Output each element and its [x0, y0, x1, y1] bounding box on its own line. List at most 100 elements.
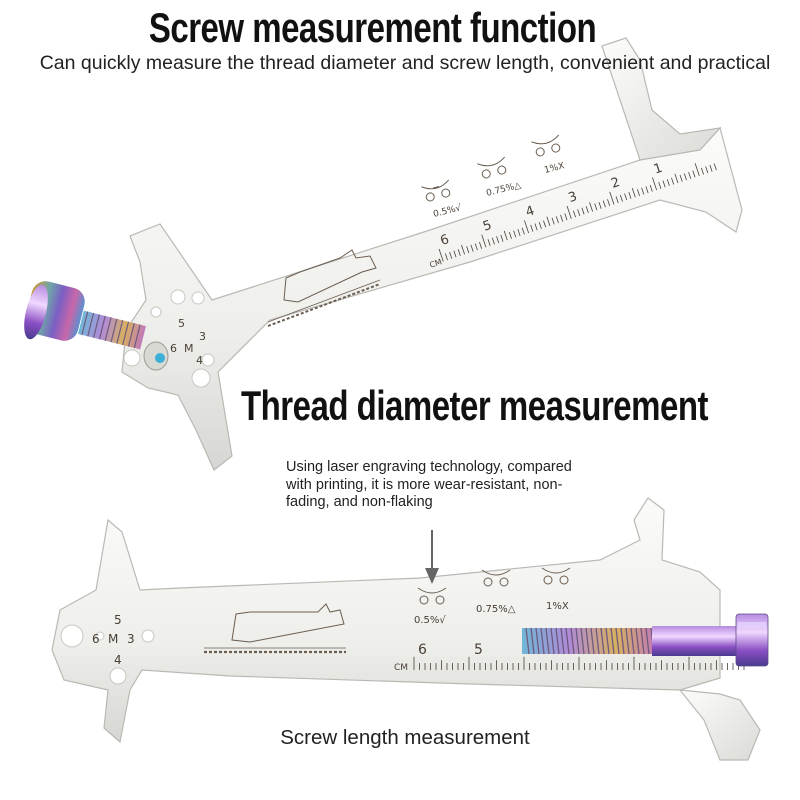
- bottom-wear-label-0: 0.5%√: [414, 615, 446, 626]
- ruler-tick: [487, 239, 491, 246]
- screw-thread-line: [615, 627, 620, 655]
- bottom-chain-checker-tool: [51, 497, 761, 761]
- ruler-tick: [449, 251, 453, 259]
- bottom-thread-size-markings: 5 6 M 3 4: [92, 613, 135, 667]
- screw-thread-line: [625, 627, 630, 655]
- bottom-wear-label-2: 1%X: [546, 601, 569, 612]
- ruler-tick: [649, 184, 653, 192]
- ruler-tick: [481, 234, 487, 248]
- ruler-tick: [700, 167, 704, 175]
- ruler-tick: [524, 220, 530, 234]
- screw-thread-line: [550, 627, 555, 655]
- screw-thread-line: [640, 627, 645, 655]
- ruler-tick: [521, 227, 525, 235]
- ruler-tick: [470, 244, 474, 252]
- ruler-tick: [619, 194, 623, 202]
- ruler-tick: [594, 203, 598, 211]
- top-wear-label-1: 0.75%△: [485, 181, 522, 199]
- ruler-tick: [546, 216, 551, 226]
- bottom-ruler-number-6: 6: [418, 642, 427, 658]
- thread-size-m: M: [184, 342, 194, 355]
- ruler-tick: [508, 231, 512, 239]
- bottom-section-caption: Screw length measurement: [280, 726, 530, 749]
- top-section-title: Screw measurement function: [148, 4, 597, 51]
- ruler-tick: [692, 170, 696, 178]
- ruler-tick: [500, 234, 504, 242]
- ruler-tick: [694, 163, 700, 177]
- bottom-titanium-screw: [522, 613, 769, 667]
- screw-thread-line: [600, 627, 605, 655]
- ruler-tick: [444, 253, 448, 261]
- ruler-tick: [615, 196, 619, 204]
- ruler-tick: [560, 214, 564, 222]
- ruler-tick: [662, 180, 666, 188]
- bottom-wear-indicators: [417, 567, 571, 605]
- ruler-tick: [679, 174, 683, 182]
- ruler-tick: [688, 171, 692, 179]
- ruler-tick: [538, 221, 542, 229]
- bottom-derailleur-chain-engraving: [204, 603, 346, 654]
- ruler-tick: [572, 210, 576, 218]
- ruler-tick: [607, 199, 611, 206]
- thread-size-6: 6: [170, 342, 177, 355]
- top-wear-indicators: [421, 134, 561, 202]
- ruler-tick: [517, 229, 521, 236]
- ruler-tick: [709, 164, 713, 172]
- ruler-tick: [503, 230, 508, 241]
- ruler-tick: [457, 249, 461, 256]
- screw-thread-line: [570, 627, 575, 655]
- ruler-tick: [581, 207, 585, 215]
- screw-thread-line: [555, 627, 560, 655]
- screw-thread-line: [540, 627, 545, 655]
- middle-section-title: Thread diameter measurement: [240, 382, 709, 429]
- ruler-tick: [705, 166, 709, 174]
- top-derailleur-chain-engraving: [267, 249, 381, 327]
- ruler-tick: [628, 191, 632, 199]
- bottom-ruler: CM 6 5: [394, 642, 745, 673]
- ruler-tick: [555, 216, 559, 224]
- ruler-tick: [683, 173, 687, 181]
- ruler-tick: [513, 230, 517, 238]
- bottom-wear-label-1: 0.75%△: [476, 604, 516, 615]
- ruler-tick: [479, 241, 483, 249]
- bottom-thread-size-5: 5: [114, 613, 122, 627]
- screw-thread-line: [595, 627, 600, 655]
- ruler-tick: [474, 243, 478, 251]
- screw-thread-line: [605, 627, 610, 655]
- ruler-tick: [641, 187, 645, 195]
- ruler-tick: [466, 246, 470, 254]
- bottom-thread-size-4: 4: [114, 653, 122, 667]
- ruler-tick: [666, 179, 670, 187]
- ruler-tick: [671, 177, 675, 185]
- screw-thread-line: [545, 627, 550, 655]
- ruler-tick: [461, 244, 465, 255]
- ruler-tick: [534, 223, 538, 231]
- ruler-tick: [530, 224, 534, 232]
- screw-thread-line: [620, 627, 625, 655]
- ruler-tick: [577, 209, 581, 216]
- ruler-tick: [658, 181, 662, 189]
- screw-thread-line: [635, 627, 640, 655]
- ruler-tick: [624, 193, 628, 201]
- screw-thread-line: [560, 627, 565, 655]
- ruler-tick: [589, 202, 594, 212]
- ruler-tick: [713, 163, 717, 171]
- screw-thread-line: [630, 627, 635, 655]
- ruler-tick: [453, 250, 457, 258]
- ruler-tick: [585, 206, 589, 214]
- screw-thread-line: [530, 627, 535, 655]
- ruler-tick: [438, 248, 444, 262]
- screw-thread-line: [580, 627, 585, 655]
- screw-thread-line: [565, 627, 570, 655]
- ruler-tick: [564, 213, 568, 221]
- bottom-ruler-unit: CM: [394, 663, 408, 673]
- top-section-subtitle: Can quickly measure the thread diameter …: [39, 52, 771, 74]
- bottom-thread-size-3: 3: [127, 632, 135, 646]
- bottom-thread-size-6: 6: [92, 632, 100, 646]
- ruler-tick: [674, 173, 679, 184]
- thread-size-4: 4: [196, 354, 203, 367]
- top-wear-label-2: 1%X: [543, 161, 565, 176]
- thread-size-3: 3: [199, 330, 206, 343]
- top-wear-label-0: 0.5%√: [432, 202, 463, 220]
